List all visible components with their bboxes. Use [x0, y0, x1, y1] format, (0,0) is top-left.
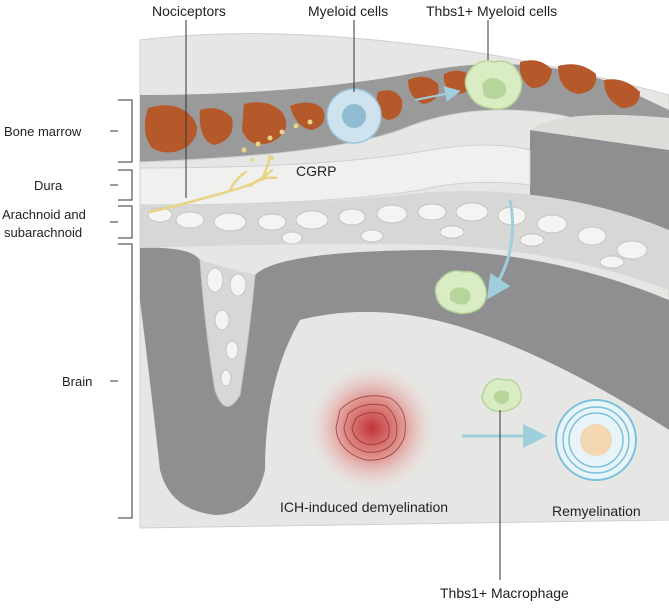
thbs1-macrophage	[481, 378, 522, 413]
cut-bone-face	[530, 114, 669, 150]
thbs1-cell-infiltrating	[434, 270, 487, 315]
cgrp-release-dots	[241, 119, 313, 162]
dura-layer-label: Dura	[34, 178, 63, 193]
arachnoid-layer-label-1: Arachnoid and	[2, 207, 86, 222]
cut-bone-block	[530, 130, 669, 240]
differentiation-arrow	[414, 86, 461, 102]
subarachnoid-cells	[147, 202, 648, 269]
thbs1-myeloid-cells-label: Thbs1+ Myeloid cells	[426, 3, 557, 19]
ich-demyelination-label: ICH-induced demyelination	[280, 499, 448, 515]
migration-arrow	[487, 199, 515, 300]
arachnoid-layer-label-2: subarachnoid	[4, 225, 82, 240]
myeloid-cells-label: Myeloid cells	[308, 3, 388, 19]
thbs1-macrophage-label: Thbs1+ Macrophage	[440, 585, 569, 601]
brain-layer-label: Brain	[62, 374, 92, 389]
remyelination-label: Remyelination	[552, 503, 641, 519]
myeloid-cell	[326, 88, 382, 144]
nociceptors-label: Nociceptors	[152, 3, 226, 19]
ich-lesion	[308, 364, 436, 492]
brain-surface	[140, 247, 669, 515]
thbs1-myeloid-cell	[464, 60, 523, 110]
layer-brackets	[110, 99, 133, 519]
nociceptor-fibers	[148, 154, 278, 214]
sulcus-pia	[199, 259, 256, 407]
bone-marrow-layer-label: Bone marrow	[4, 124, 82, 139]
sulcus-cells	[206, 267, 247, 387]
remyelinated-axon	[555, 399, 637, 481]
cgrp-label: CGRP	[296, 163, 336, 179]
